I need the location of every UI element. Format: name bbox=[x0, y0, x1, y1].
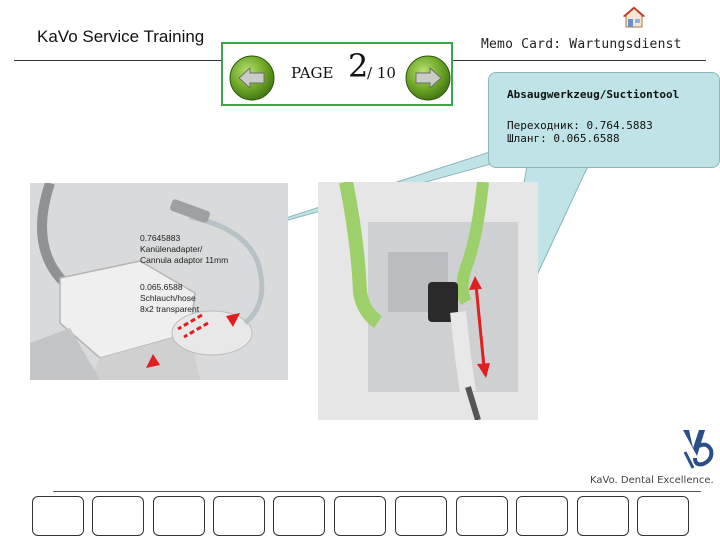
page-thumbnail[interactable] bbox=[92, 496, 144, 536]
page-label: PAGE bbox=[291, 64, 334, 82]
hose-installation-photo bbox=[318, 182, 538, 420]
page-thumbnail[interactable] bbox=[32, 496, 84, 536]
page-thumbnail[interactable] bbox=[577, 496, 629, 536]
previous-page-button[interactable] bbox=[229, 55, 275, 101]
home-icon[interactable] bbox=[622, 5, 646, 29]
header-divider-right bbox=[452, 60, 706, 61]
total-pages: / 10 bbox=[367, 64, 396, 82]
page-thumbnail[interactable] bbox=[213, 496, 265, 536]
photo-label: 8x2 transparent bbox=[140, 304, 200, 314]
brand-tagline: KaVo. Dental Excellence. bbox=[590, 475, 714, 486]
photo-label: Cannula adaptor 11mm bbox=[140, 255, 228, 265]
memo-card-line: Шланг: 0.065.6588 bbox=[507, 132, 620, 145]
suction-tool-photo: 0.7645883 Kanülenadapter/ Cannula adapto… bbox=[30, 183, 288, 380]
page-thumbnail[interactable] bbox=[273, 496, 325, 536]
photo-label-part-number: 0.065.6588 bbox=[140, 282, 183, 292]
app-title: KaVo Service Training bbox=[37, 27, 205, 46]
arrow-right-icon bbox=[415, 66, 442, 90]
page-thumbnail[interactable] bbox=[395, 496, 447, 536]
photo-label: Schlauch/hose bbox=[140, 293, 196, 303]
current-page-number: 2 bbox=[348, 47, 369, 85]
kavo-logo bbox=[683, 430, 714, 469]
page-thumbnail[interactable] bbox=[334, 496, 386, 536]
memo-card-line: Переходник: 0.764.5883 bbox=[507, 119, 653, 132]
page-thumbnail[interactable] bbox=[153, 496, 205, 536]
page-thumbnail[interactable] bbox=[456, 496, 508, 536]
photo-label-part-number: 0.7645883 bbox=[140, 233, 180, 243]
arrow-left-icon bbox=[238, 66, 265, 90]
memo-card-title: Memo Card: Wartungsdienst bbox=[481, 37, 682, 52]
page-thumbnail[interactable] bbox=[637, 496, 689, 536]
next-page-button[interactable] bbox=[405, 55, 451, 101]
memo-card: Absaugwerkzeug/Suctiontool Переходник: 0… bbox=[488, 72, 720, 168]
photo-label: Kanülenadapter/ bbox=[140, 244, 203, 254]
page-thumbnail[interactable] bbox=[516, 496, 568, 536]
header-divider-left bbox=[14, 60, 230, 61]
memo-card-heading: Absaugwerkzeug/Suctiontool bbox=[507, 88, 680, 101]
footer-divider bbox=[53, 491, 701, 492]
